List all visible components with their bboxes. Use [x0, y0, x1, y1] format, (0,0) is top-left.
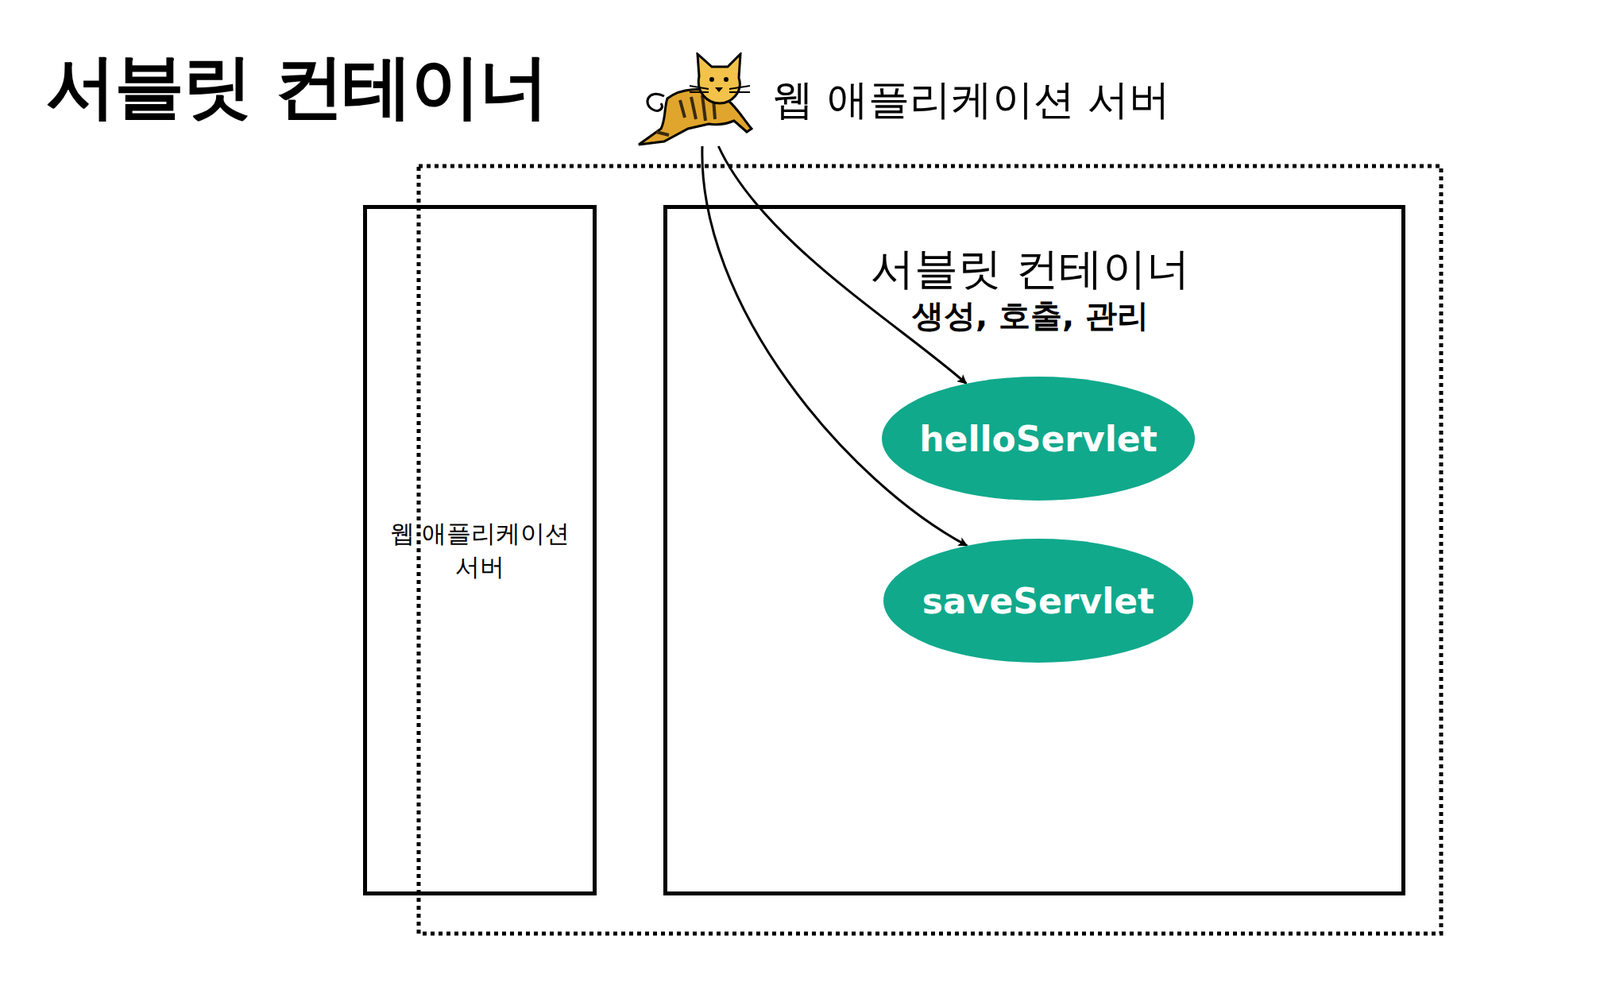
node-text: 웹 애플리케이션 서버 [384, 517, 576, 584]
node-text: saveServlet [922, 580, 1155, 622]
page-title: 서블릿 컨테이너 [46, 39, 548, 135]
node-text: 생성, 호출, 관리 [659, 294, 1402, 337]
web-server-icon: 웹 애플리케이션 서버 [632, 52, 1171, 147]
dotted-frame-rect [418, 166, 1442, 934]
node-text: 서블릿 컨테이너 [659, 242, 1402, 295]
servlet-ellipse: saveServlet [883, 538, 1194, 663]
node-text: helloServlet [919, 418, 1157, 460]
servlet-ellipse: helloServlet [881, 376, 1195, 501]
ellipse-fill [883, 538, 1194, 663]
ellipse-fill [881, 376, 1195, 501]
servlet-container-box: 서블릿 컨테이너생성, 호출, 관리helloServletsaveServle… [663, 204, 1406, 896]
node-text: 웹 애플리케이션 서버 [772, 52, 1171, 147]
tomcat-icon [632, 52, 768, 147]
web-server-box: 웹 애플리케이션 서버 [363, 204, 597, 896]
